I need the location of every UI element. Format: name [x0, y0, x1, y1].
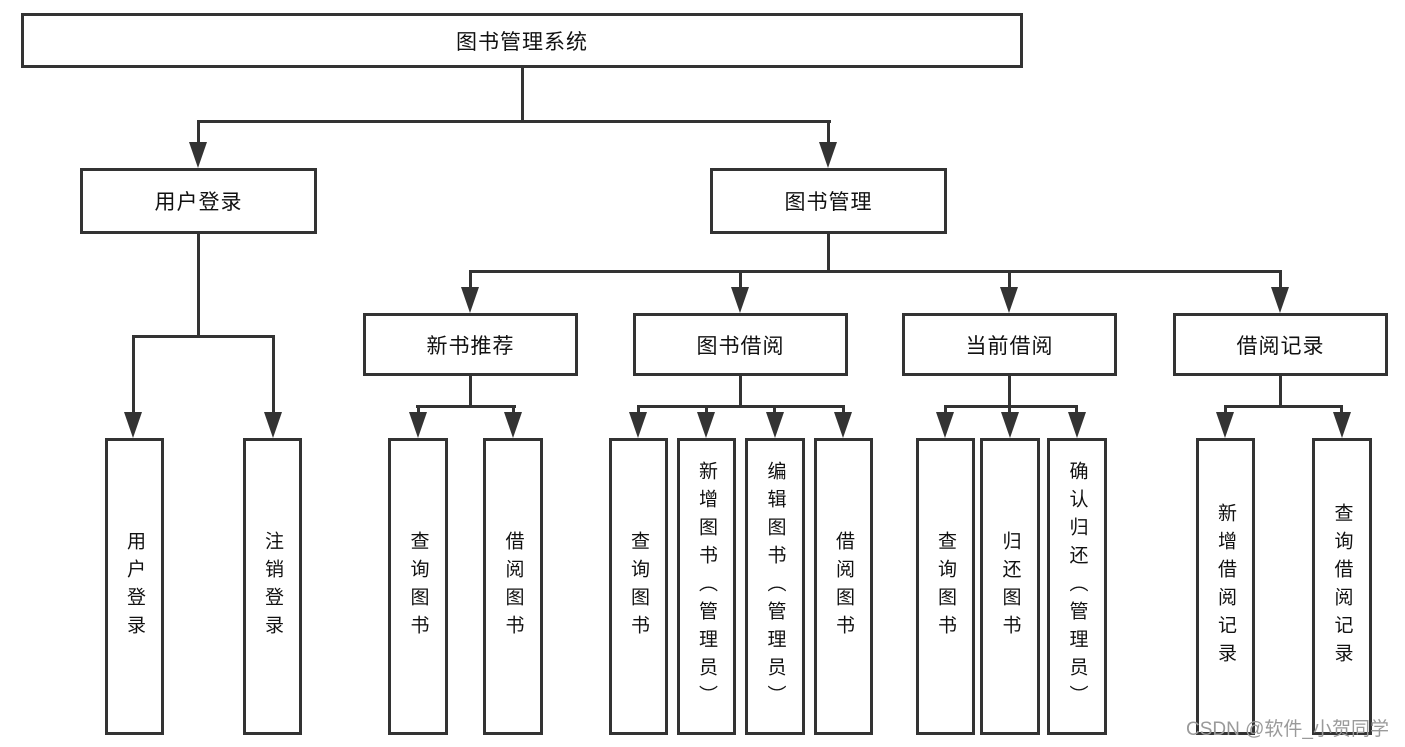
connector-line — [739, 270, 742, 289]
watermark: CSDN @软件_小贺同学 — [1186, 719, 1389, 740]
connector-line — [739, 376, 742, 408]
arrow-down-icon — [766, 412, 784, 438]
leaf-borrowing-query-books-label: 查询图书 — [628, 530, 649, 643]
leaf-add-books-admin: 新增图书（管理员） — [677, 438, 736, 735]
arrow-down-icon — [461, 287, 479, 313]
connector-line — [469, 376, 472, 408]
connector-line — [132, 335, 275, 338]
connector-line — [1224, 405, 1227, 415]
connector-line — [944, 405, 1078, 408]
leaf-current-query-books: 查询图书 — [916, 438, 975, 735]
connector-line — [1075, 405, 1078, 415]
connector-line — [827, 234, 830, 272]
leaf-return-books-label: 归还图书 — [999, 530, 1021, 643]
arrow-down-icon — [1000, 287, 1018, 313]
leaf-confirm-return-admin-label: 确认归还（管理员） — [1066, 460, 1088, 713]
connector-line — [944, 405, 947, 415]
node-book-borrowing: 图书借阅 — [633, 313, 848, 376]
leaf-query-borrow-record-label: 查询借阅记录 — [1331, 502, 1353, 671]
arrow-down-icon — [1216, 412, 1234, 438]
leaf-recommend-query-books: 查询图书 — [388, 438, 448, 735]
arrow-down-icon — [409, 412, 427, 438]
connector-line — [512, 405, 515, 415]
node-user-login-label: 用户登录 — [154, 191, 243, 214]
connector-line — [1279, 376, 1282, 408]
leaf-add-borrow-record-label: 新增借阅记录 — [1215, 502, 1236, 671]
connector-line — [1224, 405, 1343, 408]
node-user-login: 用户登录 — [80, 168, 317, 234]
arrow-down-icon — [936, 412, 954, 438]
leaf-recommend-query-books-label: 查询图书 — [407, 530, 429, 643]
connector-line — [1008, 270, 1011, 289]
connector-line — [1008, 376, 1011, 408]
connector-line — [1340, 405, 1343, 415]
connector-line — [1279, 270, 1282, 289]
arrow-down-icon — [1068, 412, 1086, 438]
node-borrow-records-label: 借阅记录 — [1236, 334, 1325, 358]
node-new-book-recommend: 新书推荐 — [363, 313, 578, 376]
leaf-borrowing-query-books: 查询图书 — [609, 438, 668, 735]
connector-line — [416, 405, 516, 408]
leaf-borrowing-borrow-books: 借阅图书 — [814, 438, 873, 735]
connector-line — [827, 120, 830, 144]
leaf-borrowing-borrow-books-label: 借阅图书 — [833, 530, 854, 643]
leaf-user-login-label: 用户登录 — [124, 530, 145, 643]
node-book-borrowing-label: 图书借阅 — [696, 334, 785, 358]
connector-line — [1008, 405, 1011, 415]
node-current-borrowing: 当前借阅 — [902, 313, 1117, 376]
connector-line — [773, 405, 776, 415]
leaf-logout: 注销登录 — [243, 438, 302, 735]
arrow-down-icon — [1271, 287, 1289, 313]
leaf-current-query-books-label: 查询图书 — [935, 530, 956, 643]
connector-line — [842, 405, 845, 415]
arrow-down-icon — [504, 412, 522, 438]
connector-line — [521, 68, 524, 120]
connector-line — [637, 405, 640, 415]
arrow-down-icon — [1333, 412, 1351, 438]
node-current-borrowing-label: 当前借阅 — [965, 334, 1054, 358]
connector-line — [272, 335, 275, 414]
node-new-book-recommend-label: 新书推荐 — [426, 334, 515, 358]
connector-line — [132, 335, 135, 414]
arrow-down-icon — [697, 412, 715, 438]
connector-line — [705, 405, 708, 415]
node-library-system: 图书管理系统 — [21, 13, 1023, 68]
connector-line — [637, 405, 845, 408]
node-book-management: 图书管理 — [710, 168, 947, 234]
leaf-recommend-borrow-books-label: 借阅图书 — [502, 530, 524, 643]
leaf-recommend-borrow-books: 借阅图书 — [483, 438, 543, 735]
leaf-query-borrow-record: 查询借阅记录 — [1312, 438, 1372, 735]
connector-line — [417, 405, 420, 415]
leaf-user-login: 用户登录 — [105, 438, 164, 735]
leaf-confirm-return-admin: 确认归还（管理员） — [1047, 438, 1107, 735]
arrow-down-icon — [629, 412, 647, 438]
connector-line — [197, 120, 831, 123]
arrow-down-icon — [264, 412, 282, 438]
arrow-down-icon — [189, 142, 207, 168]
leaf-add-borrow-record: 新增借阅记录 — [1196, 438, 1255, 735]
arrow-down-icon — [819, 142, 837, 168]
connector-line — [469, 270, 1282, 273]
arrow-down-icon — [834, 412, 852, 438]
node-borrow-records: 借阅记录 — [1173, 313, 1388, 376]
leaf-logout-label: 注销登录 — [262, 530, 283, 643]
connector-line — [197, 120, 200, 144]
node-library-system-label: 图书管理系统 — [456, 30, 588, 54]
leaf-add-books-admin-label: 新增图书（管理员） — [696, 460, 717, 713]
connector-line — [197, 234, 200, 338]
leaf-edit-books-admin: 编辑图书（管理员） — [745, 438, 805, 735]
leaf-return-books: 归还图书 — [980, 438, 1040, 735]
connector-line — [469, 270, 472, 289]
leaf-edit-books-admin-label: 编辑图书（管理员） — [764, 460, 786, 713]
arrow-down-icon — [124, 412, 142, 438]
arrow-down-icon — [1001, 412, 1019, 438]
arrow-down-icon — [731, 287, 749, 313]
node-book-management-label: 图书管理 — [784, 191, 873, 214]
